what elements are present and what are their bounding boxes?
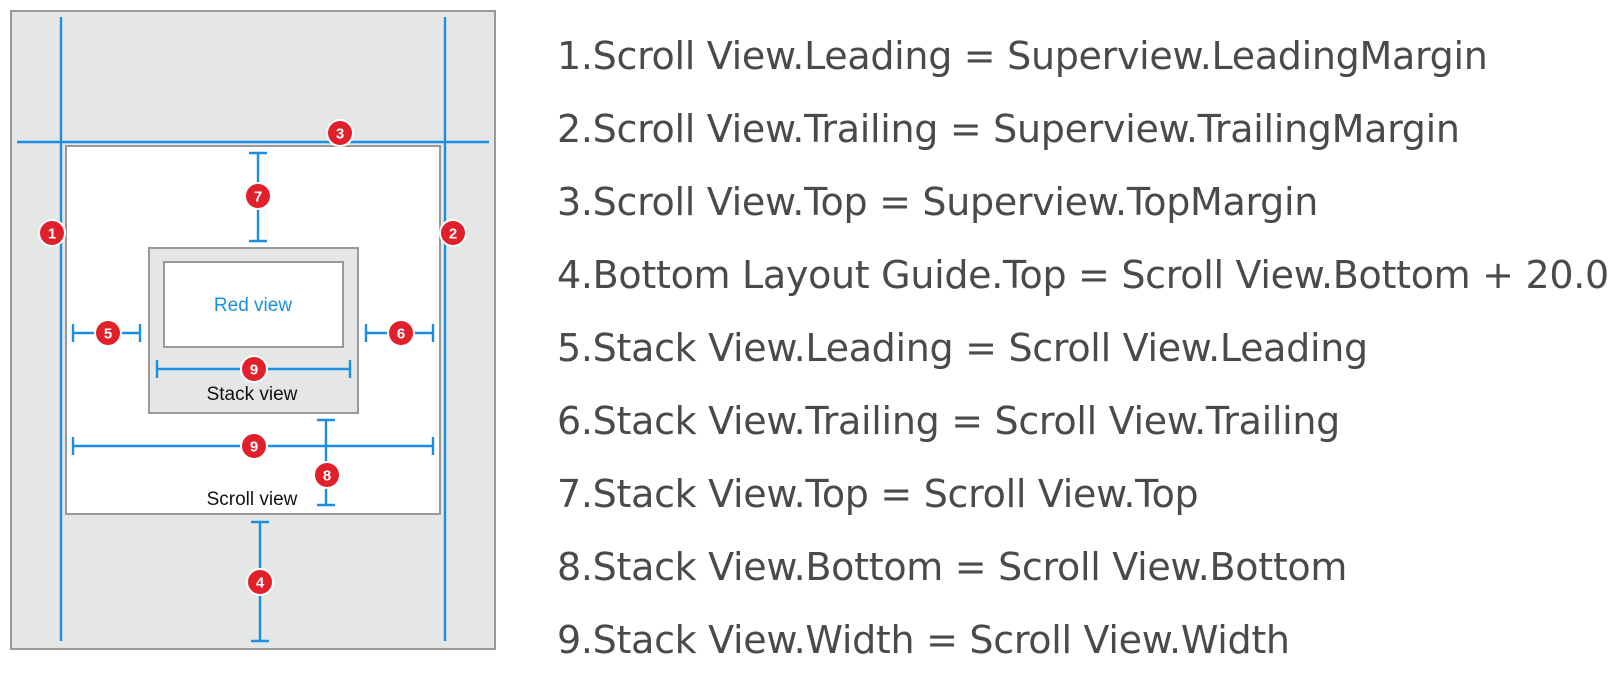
badge-3: 3 (326, 119, 354, 147)
badge-5-number: 5 (104, 326, 112, 343)
constraint-rule-1: 1.Scroll View.Leading = Superview.Leadin… (557, 34, 1488, 78)
badge-6: 6 (387, 319, 415, 347)
constraint-rule-3: 3.Scroll View.Top = Superview.TopMargin (557, 180, 1319, 224)
badge-6-number: 6 (397, 326, 405, 343)
badge-4-number: 4 (256, 575, 265, 592)
badge-1-number: 1 (48, 226, 56, 243)
constraint-rule-5: 5.Stack View.Leading = Scroll View.Leadi… (557, 326, 1368, 370)
badge-7: 7 (244, 182, 272, 210)
constraint-rule-8: 8.Stack View.Bottom = Scroll View.Bottom (557, 545, 1348, 589)
stack-view-label: Stack view (207, 384, 298, 405)
constraint-rule-6: 6.Stack View.Trailing = Scroll View.Trai… (557, 399, 1340, 443)
badge-8-number: 8 (323, 468, 331, 485)
badge-9-inner: 9 (240, 355, 268, 383)
constraint-rule-2: 2.Scroll View.Trailing = Superview.Trail… (557, 107, 1460, 151)
badge-8: 8 (313, 461, 341, 489)
badge-9-outer-number: 9 (250, 439, 258, 456)
badge-7-number: 7 (254, 189, 262, 206)
badge-1: 1 (38, 219, 66, 247)
constraint-rule-9: 9.Stack View.Width = Scroll View.Width (557, 618, 1290, 662)
scroll-view-label: Scroll view (207, 489, 298, 510)
constraint-rule-4: 4.Bottom Layout Guide.Top = Scroll View.… (557, 253, 1609, 297)
constraint-rule-7: 7.Stack View.Top = Scroll View.Top (557, 472, 1199, 516)
constraint-list: 1.Scroll View.Leading = Superview.Leadin… (557, 20, 1609, 677)
badge-3-number: 3 (336, 126, 344, 143)
badge-2: 2 (439, 219, 467, 247)
badge-9-outer: 9 (240, 432, 268, 460)
badge-2-number: 2 (449, 226, 457, 243)
red-view-label: Red view (214, 295, 292, 316)
badge-4: 4 (246, 568, 274, 596)
red-view (163, 261, 344, 348)
badge-9-inner-number: 9 (250, 362, 258, 379)
badge-5: 5 (94, 319, 122, 347)
